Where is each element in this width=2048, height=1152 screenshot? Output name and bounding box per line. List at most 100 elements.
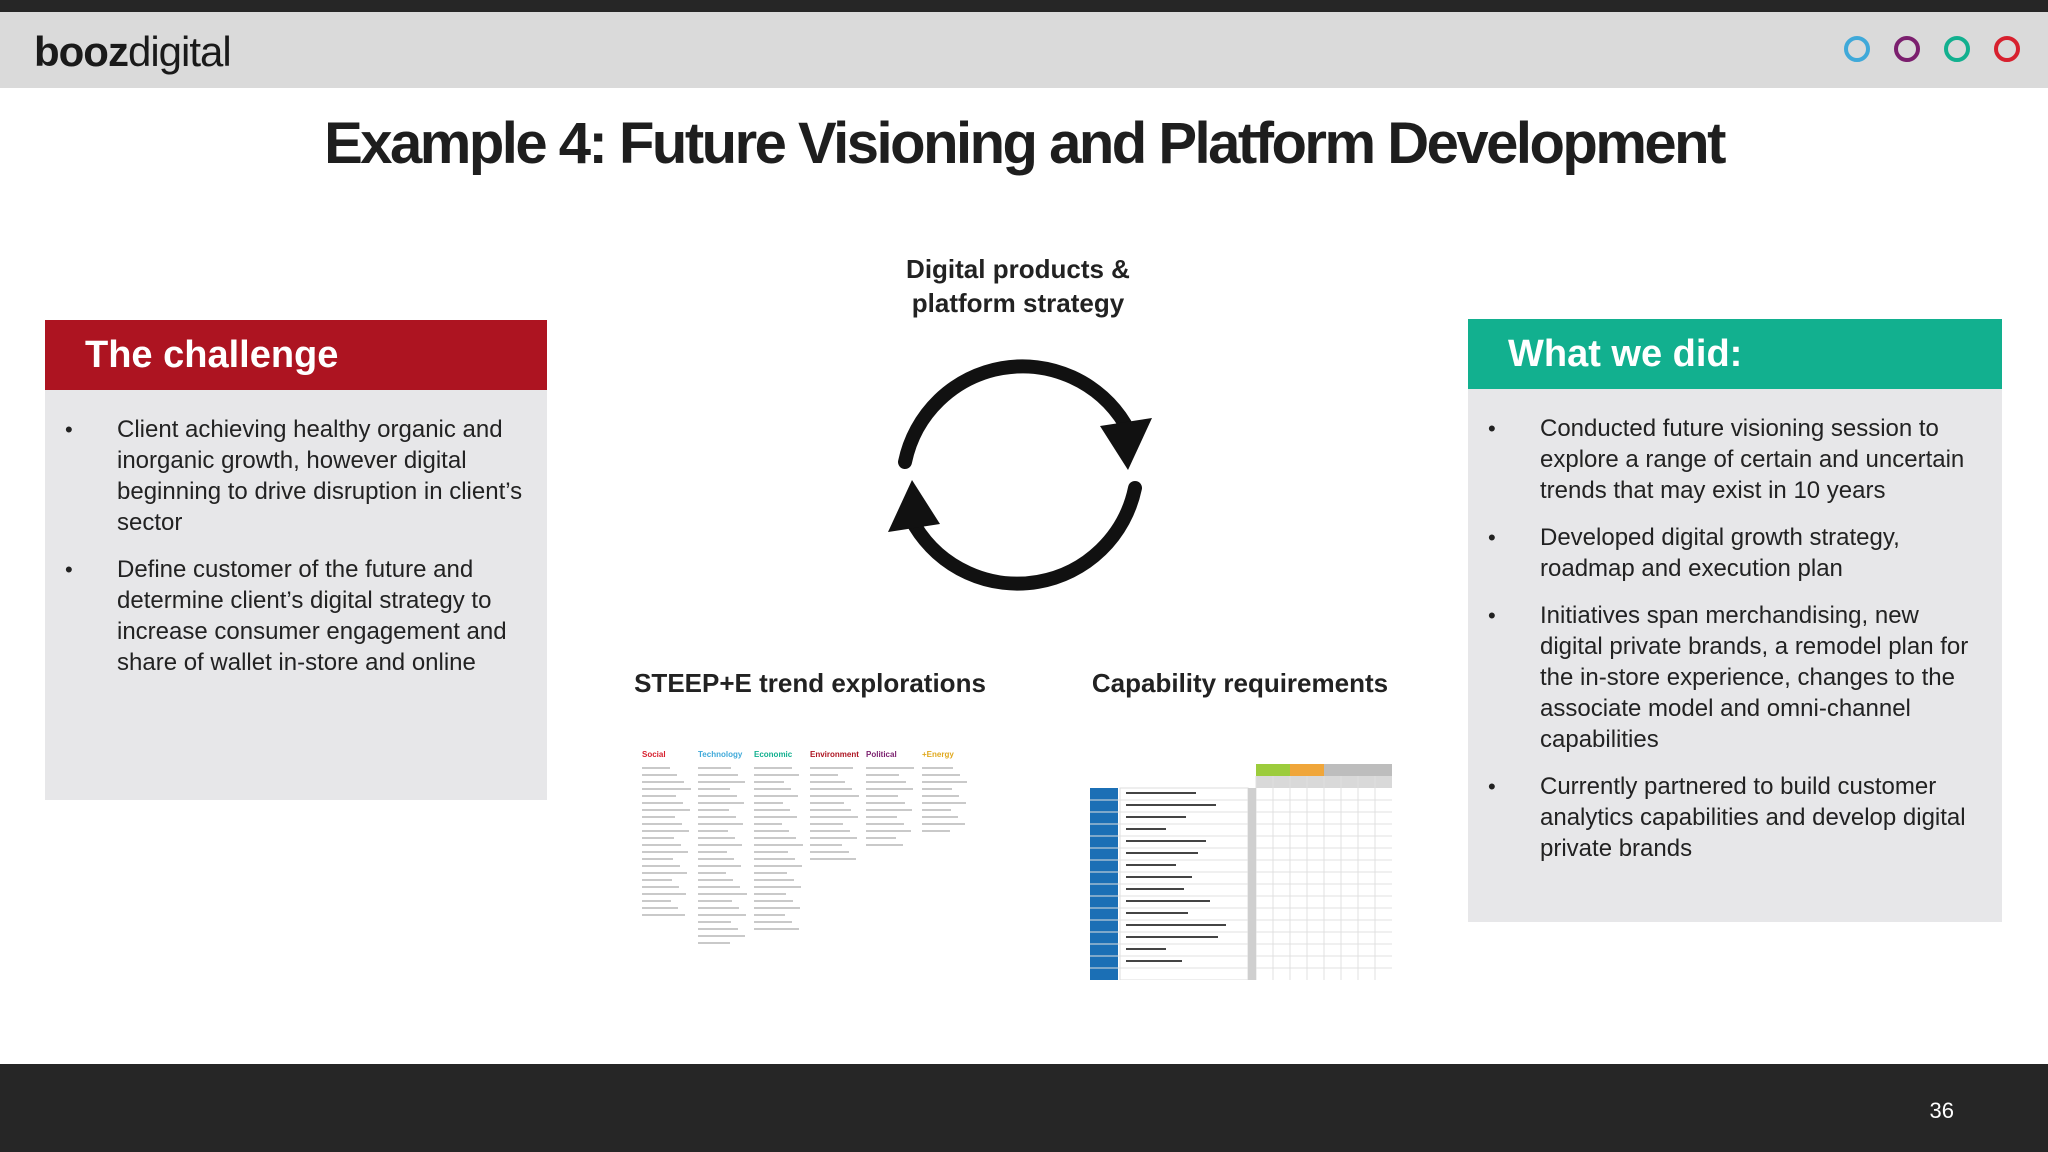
steep-text-line: [810, 816, 858, 818]
steep-text-line: [754, 837, 796, 839]
steep-text-line: [866, 781, 906, 783]
steep-text-line: [754, 907, 800, 909]
steep-text-line: [698, 816, 736, 818]
circle-icon: [1844, 36, 1870, 62]
steep-text-line: [754, 893, 786, 895]
steep-column: Economic: [754, 748, 806, 930]
steep-text-line: [754, 879, 794, 881]
steep-text-line: [754, 795, 798, 797]
steep-text-line: [754, 851, 788, 853]
steep-text-line: [866, 837, 896, 839]
steep-text-line: [698, 879, 733, 881]
steep-text-line: [642, 900, 671, 902]
steep-text-line: [642, 844, 681, 846]
steep-text-line: [642, 774, 677, 776]
steep-text-line: [698, 823, 743, 825]
steep-text-line: [866, 802, 905, 804]
circle-icon: [1944, 36, 1970, 62]
steep-text-line: [698, 935, 745, 937]
steep-text-line: [866, 809, 912, 811]
steep-text-line: [642, 886, 679, 888]
steep-column-header: Environment: [810, 750, 859, 759]
steep-text-line: [642, 809, 690, 811]
steep-text-line: [866, 795, 898, 797]
steep-column-header: Technology: [698, 750, 743, 759]
slide-title: Example 4: Future Visioning and Platform…: [324, 111, 1726, 176]
steep-text-line: [642, 781, 684, 783]
steep-text-line: [698, 788, 730, 790]
steep-text-line: [642, 795, 676, 797]
steep-column-header: Economic: [754, 750, 793, 759]
steep-text-line: [922, 830, 950, 832]
steep-text-line: [698, 914, 746, 916]
steep-text-line: [642, 830, 689, 832]
what-we-did-bullet: Initiatives span merchandising, new digi…: [1468, 600, 1982, 755]
steep-text-line: [754, 774, 799, 776]
steep-text-line: [754, 900, 793, 902]
steep-text-line: [810, 767, 853, 769]
steep-text-line: [922, 809, 951, 811]
steep-text-line: [754, 767, 792, 769]
steep-column-header: Social: [642, 750, 666, 759]
page-number: 36: [1929, 1098, 1954, 1123]
steep-text-line: [754, 921, 792, 923]
steep-text-line: [922, 788, 952, 790]
steep-text-line: [754, 928, 799, 930]
steep-text-line: [866, 774, 899, 776]
steep-text-line: [754, 809, 790, 811]
steep-text-line: [866, 844, 903, 846]
steep-text-line: [866, 823, 904, 825]
steep-text-line: [642, 802, 683, 804]
challenge-list: Client achieving healthy organic and ino…: [45, 390, 547, 678]
steep-text-line: [698, 893, 747, 895]
what-we-did-bullet: Conducted future visioning session to ex…: [1468, 413, 1982, 506]
what-we-did-panel: What we did: Conducted future visioning …: [1468, 319, 2002, 922]
top-strip: [0, 0, 2048, 12]
steep-text-line: [698, 942, 730, 944]
steep-text-line: [754, 781, 784, 783]
steep-text-line: [698, 767, 731, 769]
steep-text-line: [922, 802, 966, 804]
steep-text-line: [642, 872, 687, 874]
challenge-heading: The challenge: [45, 320, 547, 390]
steep-text-line: [698, 844, 742, 846]
steep-text-line: [698, 865, 741, 867]
steep-column-header: +Energy: [922, 750, 954, 759]
steep-text-line: [922, 823, 965, 825]
steep-text-line: [698, 900, 732, 902]
steep-text-line: [698, 774, 738, 776]
steep-text-line: [922, 781, 967, 783]
steep-text-line: [698, 858, 734, 860]
what-we-did-bullet: Currently partnered to build customer an…: [1468, 771, 1982, 864]
challenge-bullet: Define customer of the future and determ…: [45, 554, 547, 678]
steep-text-line: [698, 851, 727, 853]
steep-text-line: [866, 767, 914, 769]
steep-column-header: Political: [866, 750, 897, 759]
booz-digital-logo: boozdigital: [34, 28, 232, 75]
steep-text-line: [642, 788, 691, 790]
steep-text-line: [698, 809, 729, 811]
steep-text-line: [754, 830, 789, 832]
capability-label: Capability requirements: [1091, 668, 1389, 698]
steep-text-line: [642, 851, 688, 853]
steep-text-line: [698, 802, 744, 804]
circle-icon: [1994, 36, 2020, 62]
steep-text-line: [754, 816, 797, 818]
steep-text-line: [810, 802, 844, 804]
steep-text-line: [922, 816, 958, 818]
steep-text-line: [642, 767, 670, 769]
steep-text-line: [810, 830, 850, 832]
steep-column: Environment: [810, 748, 862, 860]
steep-text-line: [866, 830, 911, 832]
brand-circles: [1844, 36, 2020, 62]
steep-text-line: [810, 851, 849, 853]
circle-icon: [1894, 36, 1920, 62]
steep-text-line: [642, 865, 680, 867]
steep-text-line: [642, 823, 682, 825]
steep-text-line: [810, 858, 856, 860]
what-we-did-heading: What we did:: [1468, 319, 2002, 389]
steep-text-line: [698, 837, 735, 839]
steep-text-line: [698, 921, 731, 923]
steep-text-line: [698, 830, 728, 832]
steep-text-line: [810, 781, 845, 783]
